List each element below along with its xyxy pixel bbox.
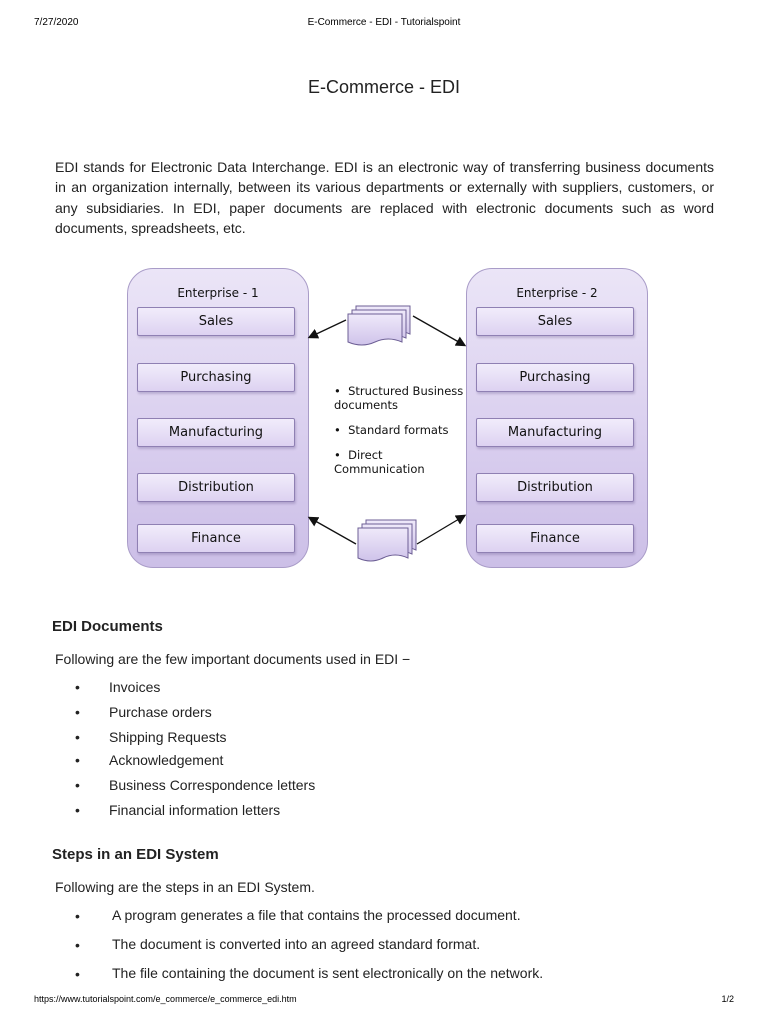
enterprise-2-dept-manufacturing: Manufacturing	[476, 418, 634, 447]
bullet-icon: •	[75, 729, 80, 745]
print-header-title: E-Commerce - EDI - Tutorialspoint	[307, 17, 461, 28]
enterprise-2-dept-purchasing: Purchasing	[476, 363, 634, 392]
enterprise-1-dept-purchasing: Purchasing	[137, 363, 295, 392]
steps-heading: Steps in an EDI System	[52, 846, 219, 863]
edi-documents-intro: Following are the few important document…	[55, 651, 411, 667]
edi-feature-item: • Direct Communication	[334, 448, 425, 476]
document-stack-icon	[357, 519, 417, 562]
bullet-icon: •	[75, 908, 80, 924]
enterprise-2-dept-sales: Sales	[476, 307, 634, 336]
steps-intro: Following are the steps in an EDI System…	[55, 879, 315, 895]
step-list-item: A program generates a file that contains…	[112, 907, 521, 923]
edi-feature-item: • Standard formats	[334, 423, 449, 437]
intro-paragraph: EDI stands for Electronic Data Interchan…	[55, 159, 714, 236]
document-list-item: Financial information letters	[109, 802, 281, 818]
bullet-icon: •	[75, 802, 80, 818]
edi-documents-heading: EDI Documents	[52, 618, 163, 635]
enterprise-1-dept-manufacturing: Manufacturing	[137, 418, 295, 447]
edi-feature-item: • Structured Business documents	[334, 384, 464, 412]
enterprise-1-dept-sales: Sales	[137, 307, 295, 336]
bullet-icon: •	[75, 777, 80, 793]
bullet-icon: •	[75, 679, 80, 695]
document-list-item: Business Correspondence letters	[109, 777, 316, 793]
document-list-item: Purchase orders	[109, 704, 212, 720]
print-date: 7/27/2020	[34, 17, 79, 28]
edi-features-list: • Structured Business documents • Standa…	[334, 384, 469, 487]
print-footer-url: https://www.tutorialspoint.com/e_commerc…	[34, 994, 297, 1004]
document-list-item: Invoices	[109, 679, 161, 695]
enterprise-1-panel: Enterprise - 1 Sales Purchasing Manufact…	[127, 268, 309, 568]
bullet-icon: •	[75, 966, 80, 982]
document-flow-arrows	[307, 305, 467, 562]
bullet-icon: •	[75, 937, 80, 953]
enterprise-1-dept-distribution: Distribution	[137, 473, 295, 502]
document-stack-icon	[347, 305, 411, 346]
enterprise-1-title: Enterprise - 1	[177, 286, 259, 300]
document-list-item: Shipping Requests	[109, 729, 227, 745]
enterprise-2-dept-finance: Finance	[476, 524, 634, 553]
edi-diagram: Enterprise - 1 Sales Purchasing Manufact…	[120, 262, 660, 574]
bullet-icon: •	[75, 704, 80, 720]
page-title: E-Commerce - EDI	[307, 77, 460, 97]
enterprise-2-dept-distribution: Distribution	[476, 473, 634, 502]
enterprise-2-title: Enterprise - 2	[516, 286, 598, 300]
enterprise-2-panel: Enterprise - 2 Sales Purchasing Manufact…	[466, 268, 648, 568]
enterprise-1-dept-finance: Finance	[137, 524, 295, 553]
step-list-item: The file containing the document is sent…	[112, 965, 544, 981]
document-list-item: Acknowledgement	[109, 752, 224, 768]
step-list-item: The document is converted into an agreed…	[112, 936, 481, 952]
print-page-number: 1/2	[721, 994, 734, 1004]
bullet-icon: •	[75, 752, 80, 768]
